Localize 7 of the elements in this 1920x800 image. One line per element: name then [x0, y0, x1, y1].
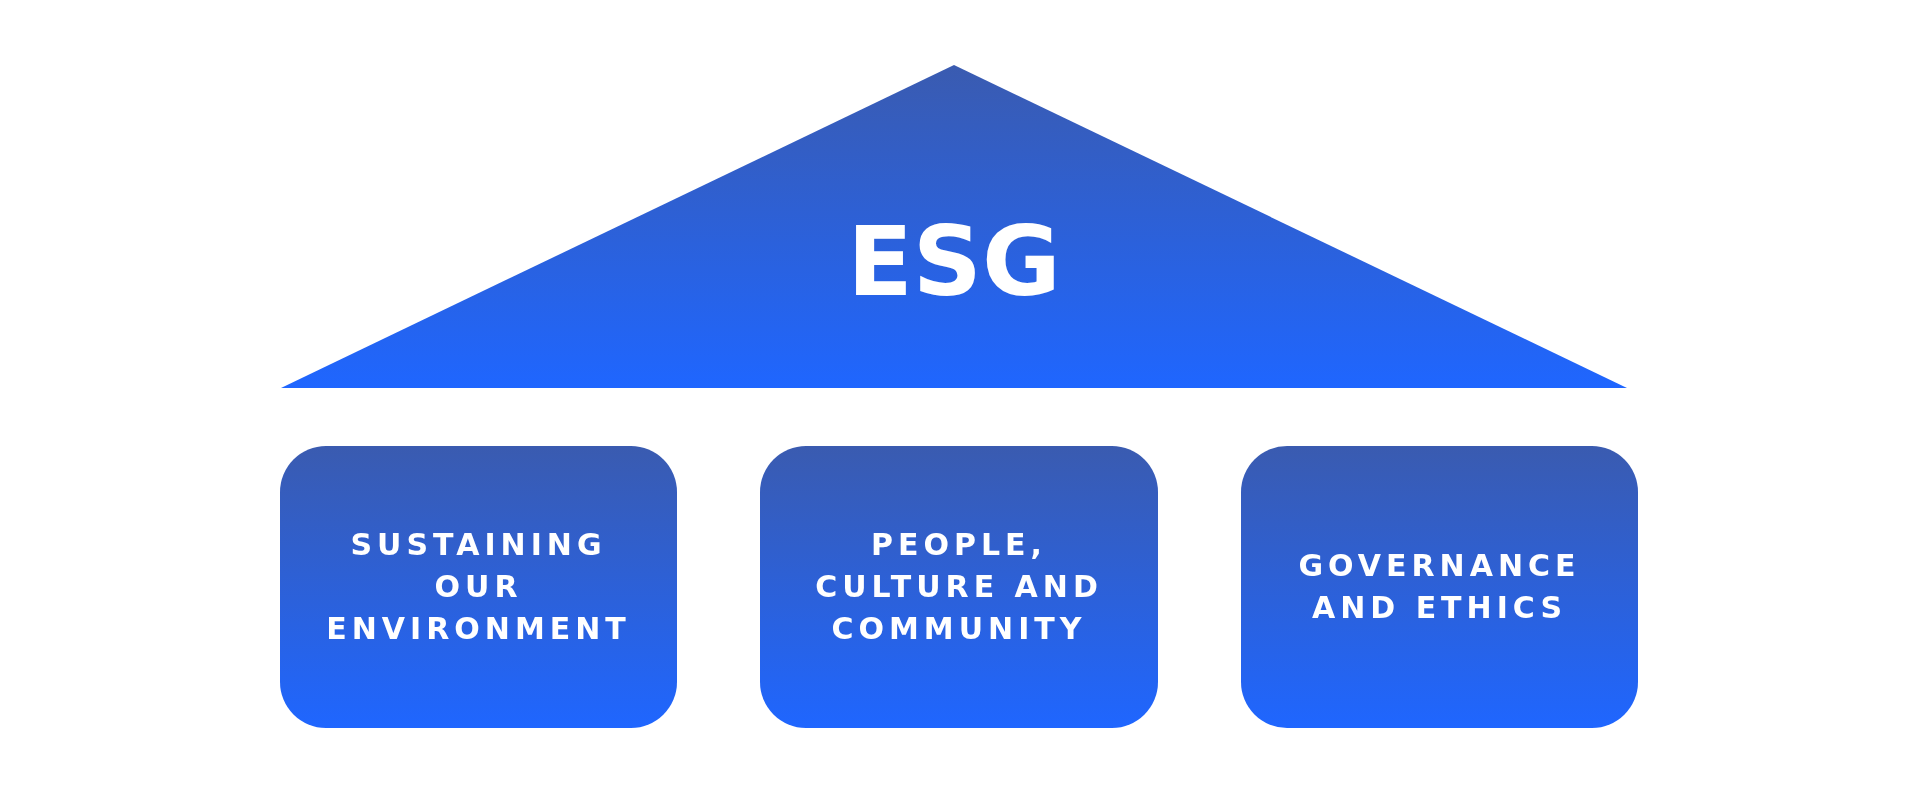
pillar-card — [1241, 446, 1638, 728]
pillar-label: SUSTAINING OUR ENVIRONMENT — [325, 526, 632, 648]
pillar-label: PEOPLE, CULTURE AND COMMUNITY — [814, 526, 1104, 648]
pillar-card — [760, 446, 1158, 728]
pillar-card — [280, 446, 677, 728]
pillar-label: GOVERNANCE AND ETHICS — [1297, 547, 1582, 627]
roof-title: ESG — [847, 206, 1061, 318]
